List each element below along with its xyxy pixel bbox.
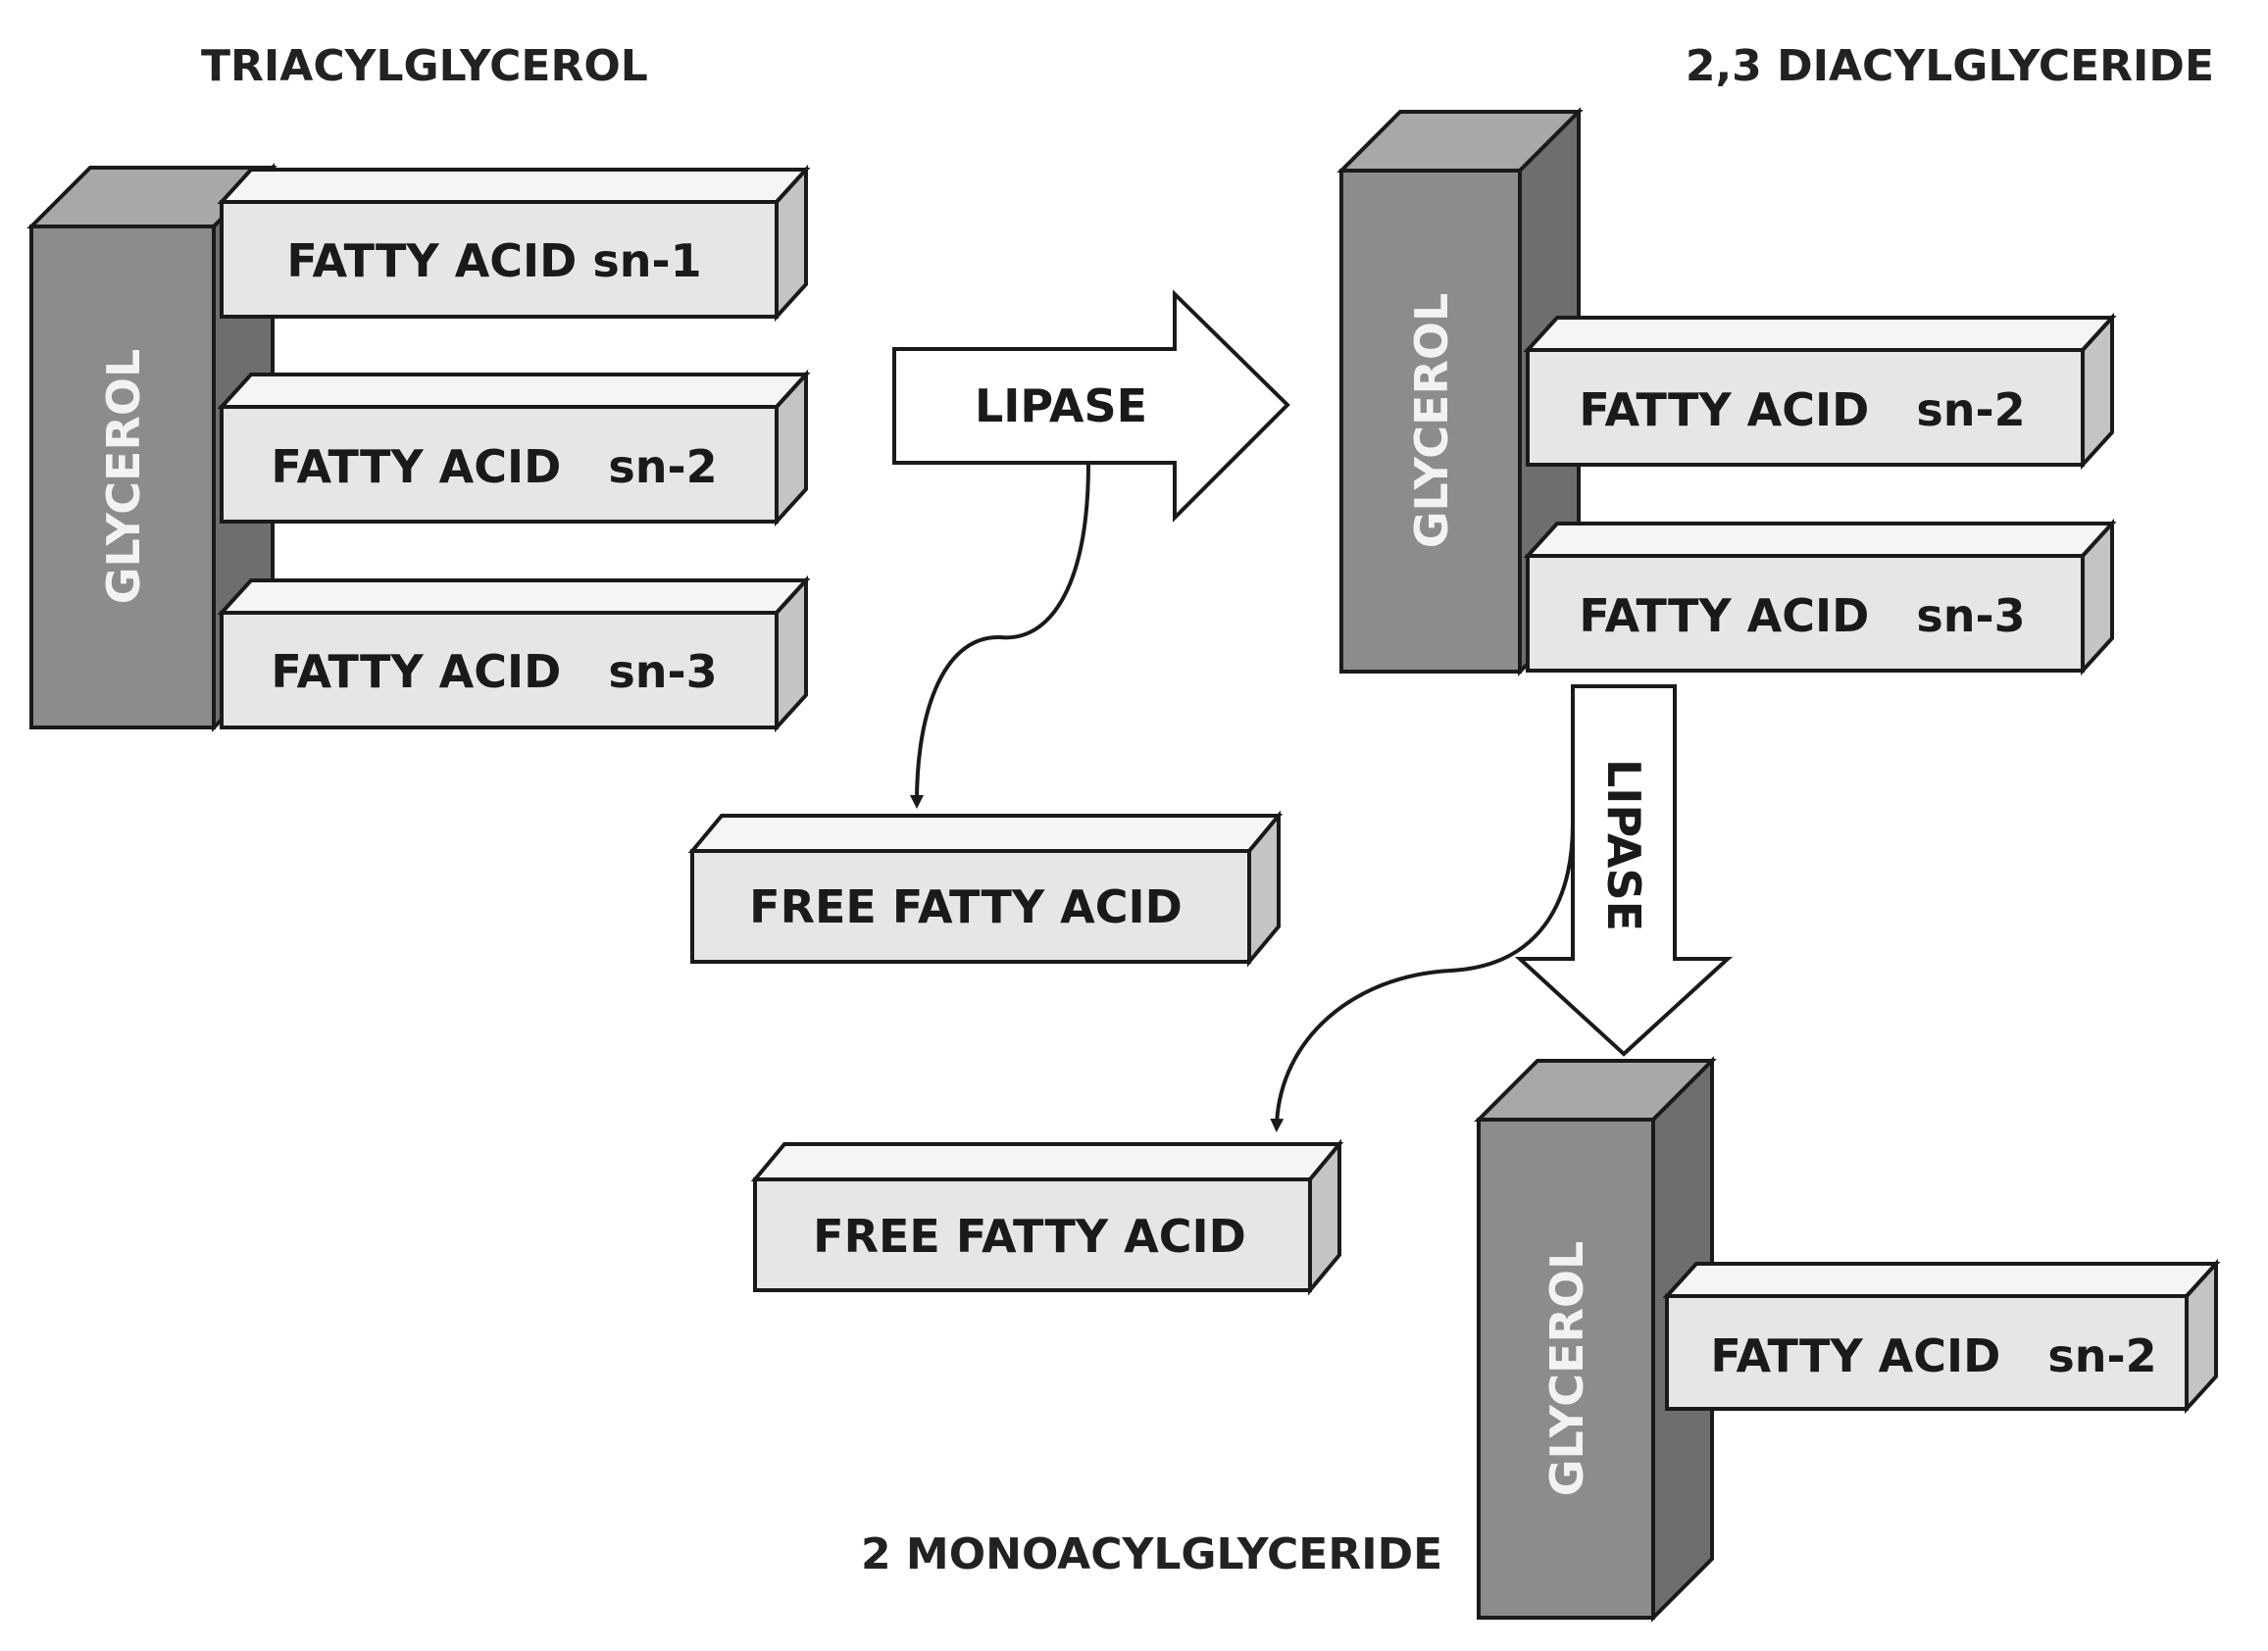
tag-fa3-label: FATTY ACID sn-3 [271, 645, 717, 698]
mag-fa2-label: FATTY ACID sn-2 [1710, 1329, 2156, 1382]
free-fatty-acid-1: FREE FATTY ACID [687, 810, 1284, 968]
tag-fa1-label: FATTY ACID sn-1 [286, 234, 701, 287]
release-arrow-1 [910, 462, 1090, 809]
title-diacylglyceride: 2,3 DIACYLGLYCERIDE [1686, 41, 2214, 91]
dag-fatty-acid-sn2: FATTY ACID sn-2 [1523, 312, 2117, 471]
ffa2-label: FREE FATTY ACID [813, 1210, 1246, 1263]
dag-glycerol-label: GLYCEROL [1405, 293, 1458, 549]
tag-glycerol-label: GLYCEROL [97, 349, 150, 605]
title-triacylglycerol: TRIACYLGLYCEROL [201, 41, 648, 91]
dag-fatty-acid-sn3: FATTY ACID sn-3 [1523, 518, 2117, 676]
tag-fatty-acid-sn1: FATTY ACID sn-1 [217, 164, 811, 323]
dag-fa2-label: FATTY ACID sn-2 [1579, 383, 2025, 436]
tag-fa2-label: FATTY ACID sn-2 [271, 440, 717, 493]
tag-fatty-acid-sn3: FATTY ACID sn-3 [217, 575, 811, 733]
mag-fatty-acid-sn2: FATTY ACID sn-2 [1662, 1258, 2221, 1415]
lipase-arrow-right: LIPASE [892, 289, 1290, 523]
mag-glycerol-label: GLYCEROL [1540, 1241, 1593, 1497]
lipase-arrow-down: LIPASE [1514, 684, 1734, 1057]
free-fatty-acid-2: FREE FATTY ACID [750, 1138, 1344, 1296]
title-monoacylglyceride: 2 MONOACYLGLYCERIDE [861, 1529, 1442, 1579]
lipase-label-1: LIPASE [975, 379, 1147, 432]
dag-fa3-label: FATTY ACID sn-3 [1579, 589, 2025, 642]
lipase-label-2: LIPASE [1597, 759, 1650, 931]
release-arrow-2 [1270, 823, 1575, 1132]
tag-fatty-acid-sn2: FATTY ACID sn-2 [217, 369, 811, 527]
ffa1-label: FREE FATTY ACID [749, 880, 1183, 933]
